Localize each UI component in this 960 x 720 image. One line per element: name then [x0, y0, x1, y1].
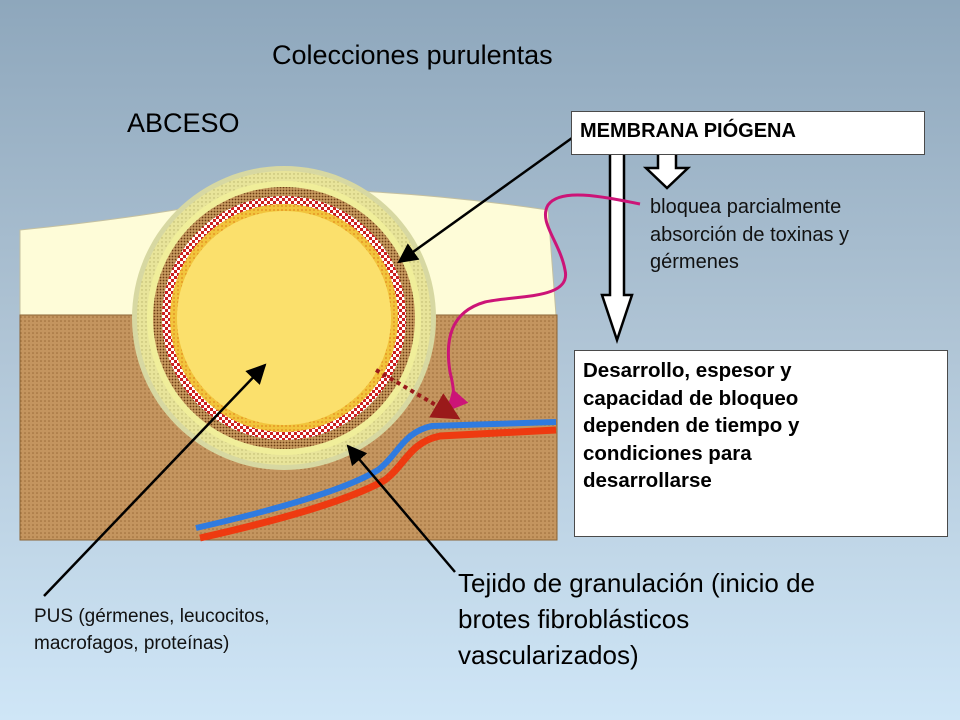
pus-label: PUS (gérmenes, leucocitos, macrofagos, p…	[34, 603, 270, 657]
bloquea-text: bloquea parcialmente absorción de toxina…	[650, 194, 849, 277]
pus-line: macrofagos, proteínas)	[34, 633, 230, 654]
bloquea-line: gérmenes	[650, 251, 739, 273]
tejido-line: brotes fibroblásticos	[458, 604, 690, 634]
down-outline-arrow-long	[600, 148, 634, 344]
desarrollo-box: Desarrollo, espesor y capacidad de bloqu…	[574, 350, 948, 537]
pus-pointer-arrow	[43, 363, 267, 597]
down-outline-arrow-short	[642, 150, 692, 190]
desarrollo-line: dependen de tiempo y	[583, 414, 800, 437]
desarrollo-line: Desarrollo, espesor y	[583, 359, 792, 382]
pus-core	[177, 211, 391, 425]
bloquea-line: absorción de toxinas y	[650, 223, 850, 246]
membrana-piogena-label: MEMBRANA PIÓGENA	[571, 111, 925, 155]
abscess-heading: ABCESO	[127, 108, 240, 138]
bloquea-line: bloquea parcialmente	[650, 196, 842, 218]
tejido-granulacion-label: Tejido de granulación (inicio de brotes …	[458, 565, 815, 673]
desarrollo-line: desarrollarse	[583, 469, 712, 492]
tejido-line: vascularizados)	[458, 640, 639, 670]
blood-vessel-red	[199, 426, 557, 542]
page-title: Colecciones purulentas	[272, 40, 553, 70]
blood-vessel-blue	[195, 419, 557, 531]
tejido-line: Tejido de granulación (inicio de	[458, 568, 816, 598]
desarrollo-line: condiciones para	[583, 441, 752, 465]
absorption-curve-arrow	[446, 193, 641, 412]
pus-line: PUS (gérmenes, leucocitos,	[34, 606, 270, 627]
tejido-pointer-arrow	[346, 444, 456, 573]
desarrollo-line: capacidad de bloqueo	[583, 386, 799, 410]
membrana-pointer-arrow	[397, 136, 573, 264]
abscess	[132, 166, 436, 470]
